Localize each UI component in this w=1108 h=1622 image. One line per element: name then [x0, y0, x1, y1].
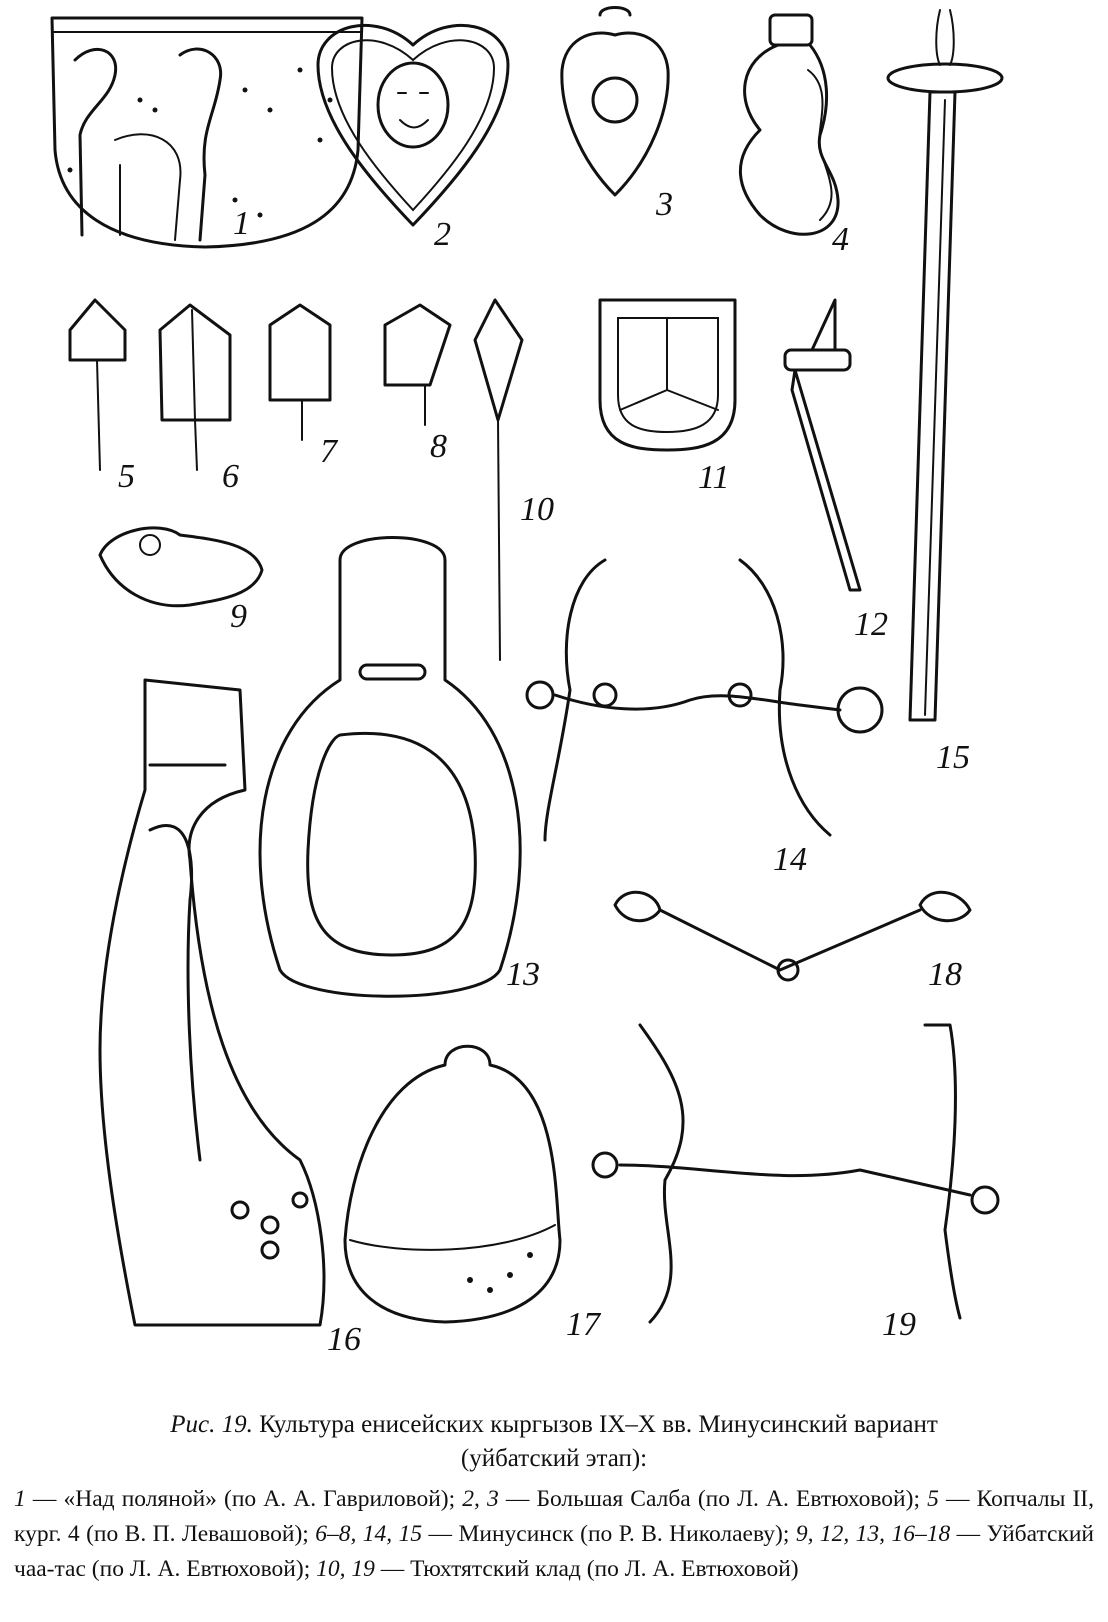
item-number-1: 1 [233, 205, 250, 242]
artifact-18-snaffle [613, 890, 972, 982]
item-number-17: 17 [566, 1306, 602, 1343]
source-nums: 6–8, 14, 15 [315, 1521, 423, 1547]
item-number-6: 6 [222, 458, 239, 495]
source-nums: 1 [14, 1486, 26, 1512]
artifact-7-arrowhead [268, 303, 332, 441]
item-number-18: 18 [928, 956, 962, 993]
artifact-3-pendant [560, 6, 670, 197]
item-number-7: 7 [320, 433, 339, 470]
item-number-8: 8 [430, 428, 447, 465]
artifact-8-arrowhead [383, 303, 452, 426]
item-number-2: 2 [434, 216, 451, 253]
artifact-4-belt-plaque [738, 13, 840, 236]
item-number-3: 3 [655, 186, 673, 223]
item-number-9: 9 [230, 598, 247, 635]
source-text: — Минусинск (по Р. В. Николаеву); [422, 1521, 796, 1547]
item-number-16: 16 [327, 1321, 361, 1358]
source-nums: 9, 12, 13, 16–18 [795, 1521, 951, 1547]
artifact-2-heart-plaque [316, 23, 510, 227]
item-number-15: 15 [936, 739, 970, 776]
caption-title-line-2: (уйбатский этап): [460, 1445, 648, 1472]
source-nums: 5 [927, 1486, 939, 1512]
caption-sources: 1 — «Над поляной» (по А. А. Гавриловой);… [14, 1482, 1094, 1587]
artifact-19-bit [591, 1023, 1000, 1324]
artifact-9-ram-figurine [98, 526, 264, 608]
source-text: — Уйбатский чаа-тас (по Л. А. Евтюховой)… [14, 1521, 1094, 1582]
item-number-11: 11 [698, 459, 729, 496]
source-nums: 10, 19 [316, 1556, 375, 1582]
artifact-15-sword [886, 9, 1004, 722]
artifact-14-bit [525, 558, 884, 842]
item-number-12: 12 [854, 606, 888, 643]
artifact-5-arrowhead [68, 298, 127, 471]
item-number-4: 4 [832, 221, 849, 258]
artifact-17-stirrup [343, 1044, 562, 1324]
item-number-19: 19 [882, 1306, 916, 1343]
item-number-5: 5 [118, 458, 135, 495]
item-number-10: 10 [520, 491, 554, 528]
source-text: — Большая Салба (по Л. А. Евтюховой); [498, 1486, 928, 1512]
item-number-14: 14 [773, 841, 807, 878]
figure-label: Рис. 19. [170, 1411, 253, 1438]
artifact-11-buckle [598, 298, 737, 452]
figure-plate: 1 2 3 4 5 6 7 8 9 10 11 12 13 14 15 16 1… [50, 6, 1004, 1358]
caption-title-line-1: Рис. 19. Культура енисейских кыргызов IX… [0, 1408, 1108, 1442]
source-text: — Тюхтятский клад (по Л. А. Евтюховой) [374, 1556, 799, 1582]
item-number-13: 13 [506, 956, 540, 993]
figure-caption: Рис. 19. Культура енисейских кыргызов IX… [0, 1408, 1108, 1587]
source-text: — Копчалы II, кург. 4 (по В. П. Левашово… [14, 1486, 1095, 1547]
artifact-13-stirrup [258, 536, 522, 998]
source-text: — «Над поляной» (по А. А. Гавриловой); [25, 1486, 463, 1512]
artifact-16-plate [98, 678, 326, 1327]
artifact-10-arrowhead [473, 298, 524, 661]
figure-title: Культура енисейских кыргызов IX–X вв. Ми… [259, 1411, 938, 1438]
source-nums: 2, 3 [462, 1486, 499, 1512]
artifact-1-cup [50, 16, 364, 249]
artifact-6-arrowhead [158, 303, 232, 471]
artifact-12-knife [783, 298, 862, 592]
